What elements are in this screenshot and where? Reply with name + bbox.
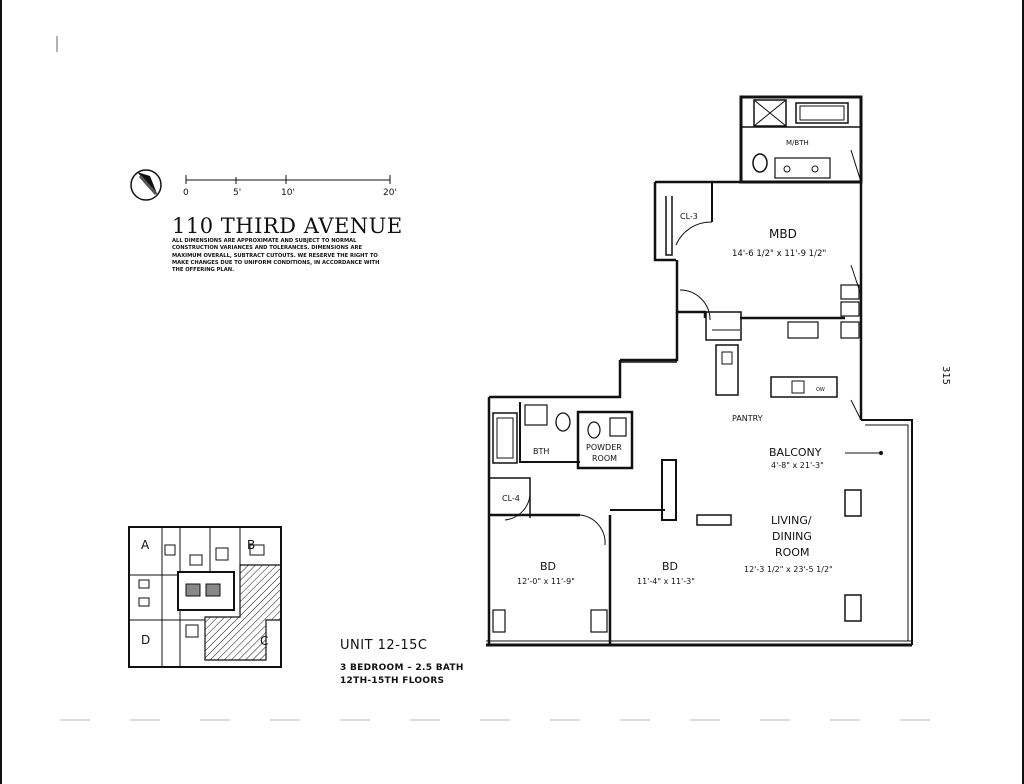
room-label-cl3: CL-3 (680, 212, 698, 221)
appliance-label-ow: OW (816, 387, 825, 393)
scale-bar: 0 5' 10' 20' (183, 175, 397, 198)
room-label-living-2: DINING (772, 530, 812, 543)
room-label-bd1: BD (540, 560, 556, 573)
scale-tick-5: 5' (233, 188, 241, 198)
key-plan-label-b: B (247, 538, 255, 552)
room-dim-bd1: 12'-0" x 11'-9" (517, 577, 575, 586)
room-label-bth: BTH (533, 447, 549, 456)
page-frame-right (1022, 0, 1024, 784)
room-dim-bd2: 11'-4" x 11'-3" (637, 577, 695, 586)
room-label-living-3: ROOM (775, 546, 809, 559)
room-label-mbath: M/BTH (786, 139, 809, 147)
room-dim-living: 12'-3 1/2" x 23'-5 1/2" (744, 565, 833, 574)
disclaimer-text: ALL DIMENSIONS ARE APPROXIMATE AND SUBJE… (172, 238, 380, 274)
key-plan: A B C D (128, 526, 282, 668)
scale-tick-0: 0 (183, 188, 189, 198)
room-label-cl4: CL-4 (502, 494, 520, 503)
room-label-bd2: BD (662, 560, 678, 573)
scale-tick-20: 20' (383, 188, 397, 198)
room-dim-mbd: 14'-6 1/2" x 11'-9 1/2" (732, 249, 826, 259)
north-arrow-icon (130, 169, 162, 201)
unit-floors: 12TH-15TH FLOORS (340, 676, 445, 686)
room-label-balcony: BALCONY (769, 446, 822, 459)
room-label-pantry: PANTRY (732, 414, 763, 423)
key-plan-label-c: C (260, 634, 268, 648)
page-frame-left (0, 0, 2, 784)
scale-tick-10: 10' (281, 188, 295, 198)
room-label-powder-2: ROOM (592, 454, 617, 463)
balcony-pointer-dot (879, 451, 883, 455)
key-plan-label-d: D (141, 633, 150, 647)
unit-name: UNIT 12-15C (340, 638, 428, 653)
room-dim-balcony: 4'-8" x 21'-3" (771, 461, 824, 470)
room-label-mbd: MBD (769, 227, 797, 241)
unit-bedrooms: 3 BEDROOM – 2.5 BATH (340, 663, 464, 673)
room-label-living-1: LIVING/ (771, 514, 812, 527)
key-plan-label-a: A (141, 538, 150, 552)
room-label-powder-1: POWDER (586, 443, 622, 452)
building-title: 110 THIRD AVENUE (172, 214, 403, 238)
unit-floor-plan (486, 95, 913, 647)
